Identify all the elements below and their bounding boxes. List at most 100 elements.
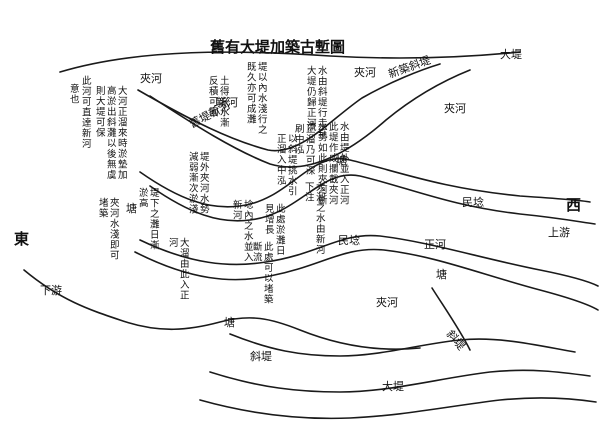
label-jiahe-left: 夾河: [354, 66, 376, 79]
note-char: 至: [318, 129, 328, 140]
note-char: 灘: [107, 127, 117, 139]
zheng-he-upper-bank: [149, 174, 596, 225]
note-char: 水: [318, 121, 328, 133]
note-char: 水: [288, 175, 298, 187]
big-dike-top-line: [59, 51, 521, 73]
note-char: 溜: [306, 134, 316, 146]
note-char: 引: [288, 187, 298, 198]
note-char: 增: [265, 214, 275, 226]
note-char: 如: [318, 142, 328, 154]
note-char: 灘: [276, 235, 286, 247]
note-char: 時: [118, 139, 128, 150]
note-char: 並: [340, 163, 350, 175]
note-char: 即: [110, 240, 120, 251]
note-char: 虞: [107, 169, 117, 181]
upper-jiahe-line: [137, 63, 441, 152]
note-char: 河: [329, 195, 339, 207]
note-char: 達: [82, 117, 92, 129]
note-char: 泓: [295, 145, 305, 156]
channel-lines: [23, 51, 599, 420]
note-char: 此: [180, 269, 190, 281]
xie-di-right-line: [431, 287, 471, 351]
note-char: 河: [82, 86, 92, 98]
note-char: 堤: [200, 151, 210, 163]
note-char: 久: [247, 72, 257, 84]
zheng-he-lower-bank: [139, 234, 599, 287]
note-char: 下: [150, 199, 160, 210]
note-char: 土: [220, 75, 230, 87]
note-char: 勢: [200, 204, 210, 216]
note-char: 成: [329, 153, 339, 165]
bottom-dike-line: [209, 369, 591, 393]
note-char: 保: [96, 127, 106, 139]
note-char: 淤: [107, 96, 117, 108]
note-char: 河: [340, 195, 350, 207]
min-nian-upper-line: [139, 157, 591, 208]
note-char: 長: [265, 225, 275, 236]
note-char: 大: [316, 181, 326, 193]
note-char: 直: [82, 107, 92, 119]
label-jiahe-upper: 夾河: [140, 72, 162, 85]
note-char: 走: [318, 119, 328, 130]
upper-jiahe-line-2: [149, 69, 471, 168]
note-char: 流: [307, 121, 317, 133]
note-char: 夾: [329, 185, 339, 196]
note-char: 堤: [96, 106, 106, 118]
note-char: 歸: [307, 97, 317, 109]
note-char: 亦: [247, 82, 257, 94]
note-char: 正: [340, 185, 350, 196]
note-char: 日: [150, 230, 160, 241]
label-jiahe-lower: 夾河: [376, 296, 398, 309]
note-char: 流: [253, 252, 263, 264]
map-title: 舊有大堤加築古塹圖: [210, 38, 345, 56]
note-char: 河: [200, 183, 210, 195]
note-char: 也: [70, 94, 80, 106]
note-char: 處: [276, 214, 286, 226]
note-char: 刷: [295, 124, 305, 135]
note-char: 可: [96, 118, 106, 129]
label-bottom-dike: 大堤: [382, 379, 404, 393]
note-char: 之: [244, 220, 254, 232]
note-char: 淺: [189, 204, 199, 216]
note-char: 堵: [99, 197, 109, 209]
note-char: 外: [340, 153, 350, 165]
note-char: 淺: [258, 103, 268, 115]
note-char: 並: [244, 241, 254, 253]
note-char: 堤: [258, 61, 268, 73]
note-char: 河: [169, 237, 179, 249]
note-char: 堤: [288, 154, 298, 166]
note-char: 水: [316, 213, 326, 225]
note-char: 漸: [220, 118, 230, 129]
note-char: 水: [200, 193, 210, 205]
note-char: 築: [264, 294, 274, 306]
note-char: 弱: [189, 163, 199, 174]
label-new-river-mid: 新河: [216, 95, 238, 109]
note-char: 新: [233, 199, 243, 211]
note-char: 溜: [316, 192, 326, 204]
note-char: 以: [258, 73, 268, 84]
note-char: 之: [150, 208, 160, 220]
note-char: 大: [96, 96, 106, 108]
note-char: 大: [180, 237, 190, 249]
label-min-nian-2: 民埝: [338, 233, 360, 247]
note-char: 可: [306, 156, 316, 167]
note-char: 出: [107, 106, 117, 118]
note-char: 固: [209, 108, 219, 119]
note-char: 則: [96, 86, 106, 97]
note-char: 作: [329, 142, 339, 154]
note-char: 則: [318, 164, 328, 175]
note-char: 下: [305, 182, 315, 193]
note-char: 高: [107, 85, 117, 97]
downstream-channel-line: [23, 269, 421, 350]
label-xie-di-2: 斜堤: [250, 350, 272, 363]
label-tang-4: 塘: [224, 315, 235, 329]
note-char: 水: [258, 93, 268, 105]
note-char: 入: [277, 155, 287, 166]
note-char: 挑: [288, 165, 298, 177]
note-char: 可: [82, 97, 92, 108]
